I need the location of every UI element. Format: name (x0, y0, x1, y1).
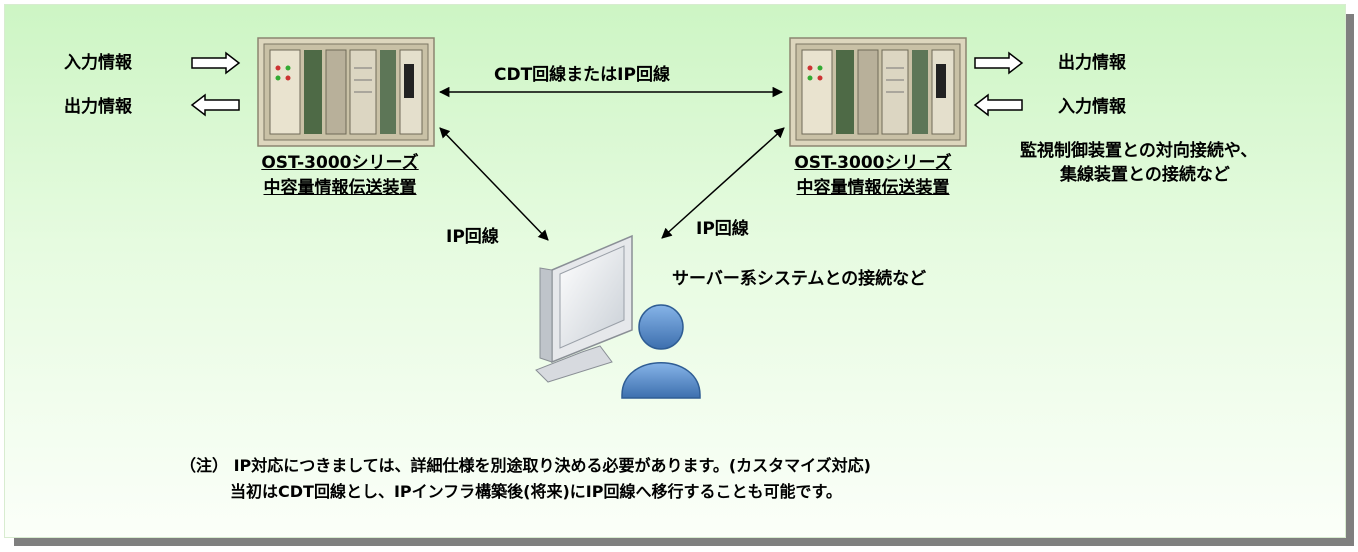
main-link-label: CDT回線またはIP回線 (494, 65, 670, 85)
right-output-label: 出力情報 (1058, 53, 1126, 73)
left-input-label: 入力情報 (64, 53, 132, 73)
hollow-arrow-left-icon (973, 93, 1023, 117)
left-ip-link-arrow (439, 127, 549, 241)
right-ip-link-arrow (661, 127, 785, 239)
right-note-line1: 監視制御装置との対向接続や、 (1020, 141, 1258, 161)
hollow-arrow-left-icon (190, 93, 240, 117)
hollow-arrow-right-icon (974, 51, 1024, 75)
footnote-line2: 当初はCDT回線とし、IPインフラ構築後(将来)にIP回線へ移行することも可能で… (230, 482, 842, 501)
computer-monitor-icon (535, 234, 633, 383)
server-connection-label: サーバー系システムとの接続など (672, 269, 927, 289)
rack-equipment-right-icon (789, 37, 967, 147)
left-output-label: 出力情報 (64, 97, 132, 117)
left-device-caption-line2: 中容量情報伝送装置 (263, 178, 417, 198)
right-input-label: 入力情報 (1058, 97, 1126, 117)
right-note-line2: 集線装置との接続など (1060, 165, 1230, 185)
footnote-line1: （注） IP対応につきましては、詳細仕様を別途取り決める必要があります。(カスタ… (180, 456, 871, 475)
left-device-caption-line1: OST-3000シリーズ (261, 153, 419, 173)
right-device-caption-line2: 中容量情報伝送装置 (796, 178, 950, 198)
rack-equipment-left-icon (257, 37, 435, 147)
right-device-caption-line1: OST-3000シリーズ (794, 153, 952, 173)
user-person-icon (621, 304, 701, 399)
left-ip-link-label: IP回線 (446, 227, 499, 247)
right-ip-link-label: IP回線 (696, 219, 749, 239)
hollow-arrow-right-icon (191, 51, 241, 75)
